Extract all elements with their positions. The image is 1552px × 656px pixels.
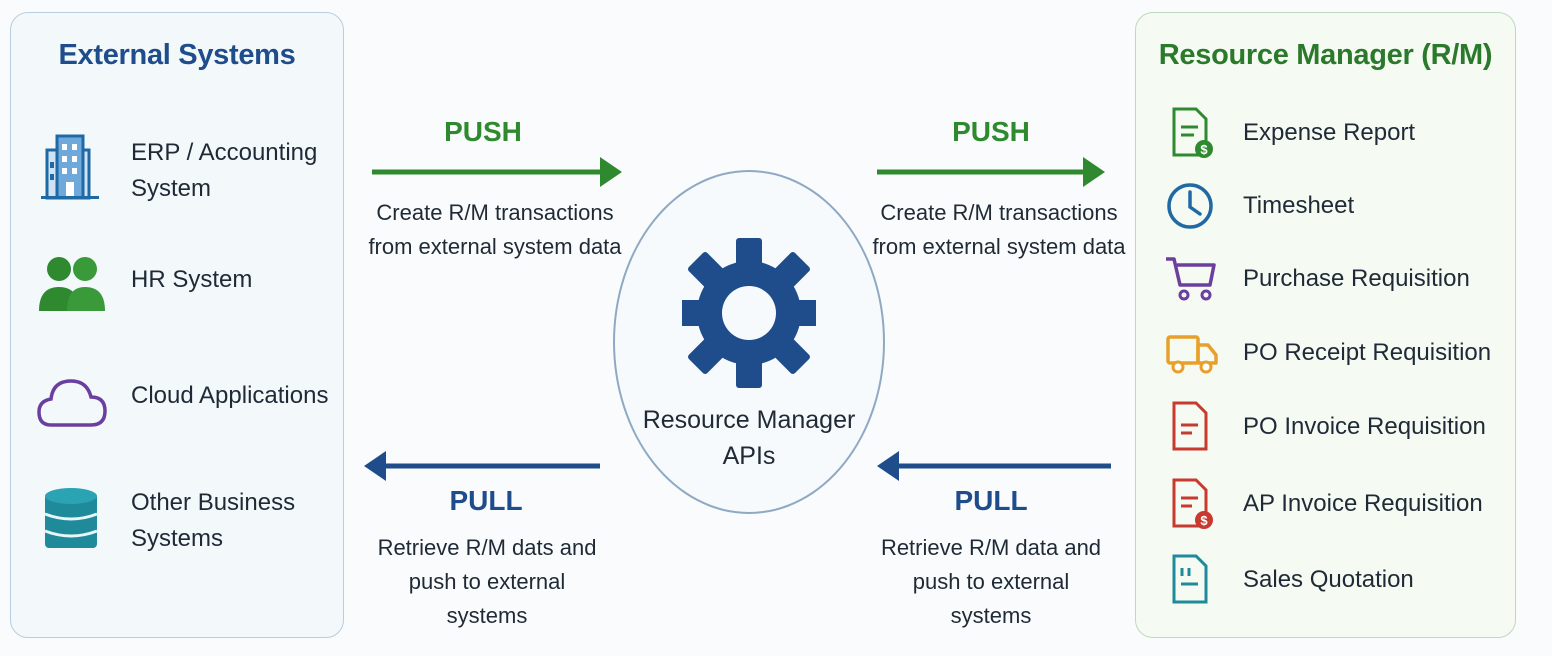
cart-icon [1166,257,1216,301]
users-icon [39,257,105,311]
rm-item-label: Sales Quotation [1243,566,1414,593]
external-item-label: HR System [131,266,253,293]
expense-document-icon: $ [1172,107,1213,158]
quote-document-icon [1172,554,1208,604]
external-systems-title: External Systems [58,39,296,71]
right-pull-description: Retrieve R/M data and push to external s… [880,535,1102,628]
external-item-erp: ERP / Accounting System [11,126,343,216]
rm-item-purchase-requisition: Purchase Requisition [1136,249,1515,309]
rm-item-sales-quotation: Sales Quotation [1136,550,1515,610]
rm-item-label: AP Invoice Requisition [1243,490,1483,517]
left-pull-arrow [364,451,600,481]
resource-manager-title: Resource Manager (R/M) [1158,39,1493,71]
clock-icon [1167,183,1213,229]
api-hub-label: Resource Manager APIs [642,406,856,470]
invoice-document-icon: $ [1172,478,1213,529]
left-pull-description: Retrieve R/M dats and push to external s… [377,535,597,628]
rm-item-label: Expense Report [1243,119,1416,146]
rm-item-label: PO Receipt Requisition [1243,339,1492,366]
left-push-label: PUSH [444,116,522,147]
external-item-label: Cloud Applications [131,382,329,409]
external-item-cloud: Cloud Applications [11,351,343,441]
left-push-description: Create R/M transactions from external sy… [368,200,622,259]
left-pull-label: PULL [449,485,523,516]
gear-icon [682,238,816,388]
svg-text:$: $ [1200,142,1208,157]
right-push-description: Create R/M transactions from external sy… [872,200,1126,259]
truck-icon [1166,335,1218,374]
rm-item-po-invoice-requisition: PO Invoice Requisition [1136,397,1515,457]
right-push-arrow [877,157,1105,187]
external-item-other: Other Business Systems [11,476,343,566]
left-push-arrow [372,157,622,187]
external-item-label: ERP / Accounting System [131,139,318,202]
right-pull-label: PULL [954,485,1028,516]
rm-item-expense-report: $ Expense Report [1136,103,1515,163]
rm-item-timesheet: Timesheet [1136,176,1515,236]
rm-item-ap-invoice-requisition: $ AP Invoice Requisition [1136,474,1515,534]
resource-manager-panel: Resource Manager (R/M) $ Expense Report … [1135,12,1516,638]
rm-item-label: PO Invoice Requisition [1243,413,1486,440]
rm-item-label: Timesheet [1243,192,1355,219]
external-item-label: Other Business Systems [131,489,296,552]
rm-item-label: Purchase Requisition [1243,265,1470,292]
right-pull-arrow [877,451,1111,481]
svg-text:$: $ [1200,513,1208,528]
rm-item-po-receipt-requisition: PO Receipt Requisition [1136,323,1515,383]
document-icon [1172,401,1208,451]
external-item-hr: HR System [11,235,343,325]
external-systems-panel: External Systems ERP / Accounting System… [10,12,344,638]
cloud-icon [37,379,107,427]
building-icon [41,134,99,200]
database-icon [44,488,98,548]
right-push-label: PUSH [952,116,1030,147]
